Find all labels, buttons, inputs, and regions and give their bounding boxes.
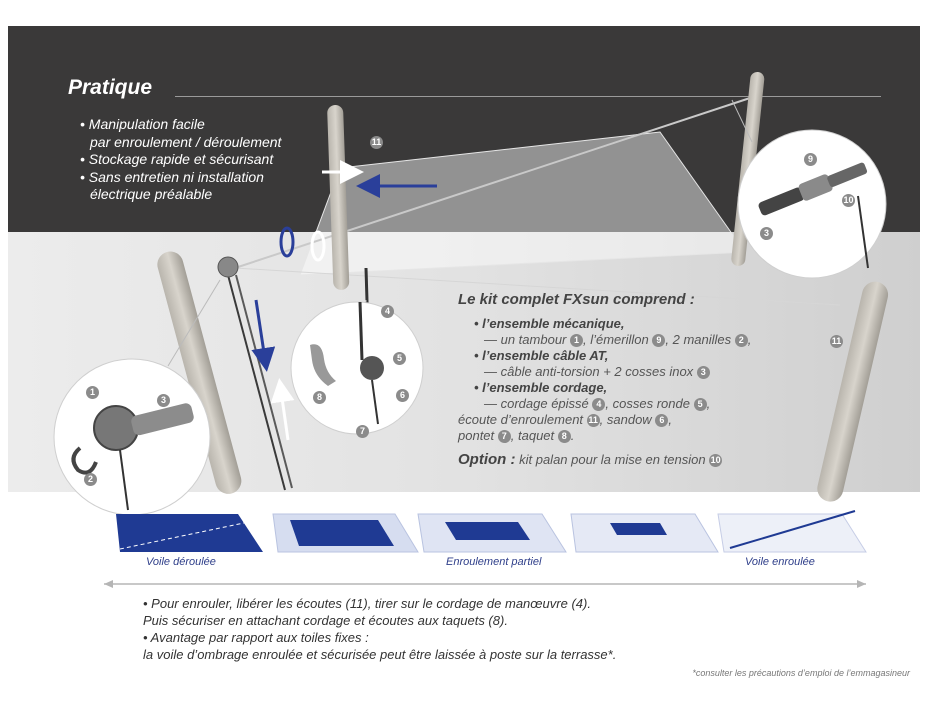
- kit-heading: Le kit complet FXsun comprend :: [458, 291, 695, 308]
- callout-badge: 6: [396, 389, 409, 402]
- detail-circle-swivel: [737, 129, 887, 279]
- note-line: • Pour enrouler, libérer les écoutes (11…: [143, 596, 591, 611]
- rotation-arrow: [279, 226, 295, 258]
- kit-line: — un tambour 1, l’émerillon 9, 2 manille…: [484, 332, 752, 347]
- callout-badge: 7: [356, 425, 369, 438]
- callout-badge: 10: [709, 454, 723, 467]
- shade-sail: [299, 131, 746, 276]
- callout-badge: 5: [693, 398, 707, 411]
- callout-badge: 1: [570, 334, 583, 347]
- kit-line: — câble anti-torsion + 2 cosses inox 3: [458, 364, 751, 380]
- stage-sail-unrolled: [116, 514, 263, 552]
- callout-badge: 4: [592, 398, 606, 411]
- callout-badge: 2: [84, 473, 97, 486]
- cleat-part: [310, 344, 336, 386]
- note-line: • Avantage par rapport aux toiles fixes …: [143, 630, 369, 645]
- post: [817, 281, 889, 502]
- cable: [234, 97, 751, 269]
- callout-badge: 2: [734, 334, 748, 347]
- kit-line: pontet 7, taquet 8.: [458, 428, 575, 443]
- callout-badge: 5: [393, 352, 406, 365]
- kit-line: — cordage épissé 4, cosses ronde 5,: [484, 396, 711, 411]
- drum: [217, 256, 239, 278]
- kit-section: • l’ensemble câble AT,: [474, 348, 609, 363]
- callout-badge: 3: [696, 366, 710, 379]
- shackle-part: [71, 446, 98, 475]
- kit-section: • l’ensemble cordage,: [474, 380, 608, 395]
- swivel-part: [758, 162, 868, 216]
- callout-badge: 3: [157, 394, 170, 407]
- note-line: Puis sécuriser en attachant cordage et é…: [143, 613, 508, 628]
- stage-label-unrolled: Voile déroulée: [146, 556, 216, 568]
- feature-item: électrique préalable: [90, 186, 213, 202]
- callout-badge: 3: [760, 227, 773, 240]
- post: [157, 251, 242, 494]
- page-title: Pratique: [68, 76, 153, 99]
- kit-option: Option : kit palan pour la mise en tensi…: [458, 451, 723, 468]
- detail-circle-rope: [290, 301, 424, 435]
- post: [327, 104, 350, 290]
- kit-contents: Le kit complet FXsun comprend : • l’ense…: [458, 292, 751, 468]
- rope: [235, 274, 293, 489]
- callout-badge: 11: [370, 136, 383, 149]
- feature-item: • Manipulation facile: [80, 116, 205, 132]
- callout-badge: 10: [842, 194, 855, 207]
- callout-badge: 6: [655, 414, 669, 427]
- feature-list: • Manipulation facile par enroulement / …: [80, 116, 281, 204]
- callout-badge: 9: [652, 334, 666, 347]
- usage-notes: • Pour enrouler, libérer les écoutes (11…: [143, 595, 616, 663]
- rope: [227, 274, 286, 491]
- stage-label-rolled: Voile enroulée: [745, 556, 815, 568]
- feature-item: • Stockage rapide et sécurisant: [80, 151, 274, 167]
- title-divider: [175, 96, 881, 97]
- note-line: la voile d’ombrage enroulée et sécurisée…: [143, 647, 617, 662]
- callout-badge: 8: [313, 391, 326, 404]
- drum-part: [131, 403, 194, 436]
- drum-part: [93, 405, 139, 451]
- direction-arrow: [270, 378, 295, 441]
- rotation-arrow: [310, 230, 326, 262]
- feature-item: • Sans entretien ni installation: [80, 168, 264, 185]
- callout-badge: 7: [497, 430, 511, 443]
- callout-badge: 1: [86, 386, 99, 399]
- callout-badge: 11: [586, 414, 600, 427]
- callout-badge: 8: [557, 430, 571, 443]
- kit-section: • l’ensemble mécanique,: [474, 316, 625, 331]
- stage-label-partial: Enroulement partiel: [446, 556, 542, 568]
- callout-badge: 11: [830, 335, 843, 348]
- kit-line: écoute d’enroulement 11, sandow 6,: [458, 412, 672, 427]
- stage-sail-rolled: [717, 513, 867, 553]
- callout-badge: 4: [381, 305, 394, 318]
- direction-arrow: [251, 299, 276, 372]
- footnote: *consulter les précautions d’emploi de l…: [692, 668, 910, 678]
- feature-item: par enroulement / déroulement: [90, 133, 282, 150]
- callout-badge: 9: [804, 153, 817, 166]
